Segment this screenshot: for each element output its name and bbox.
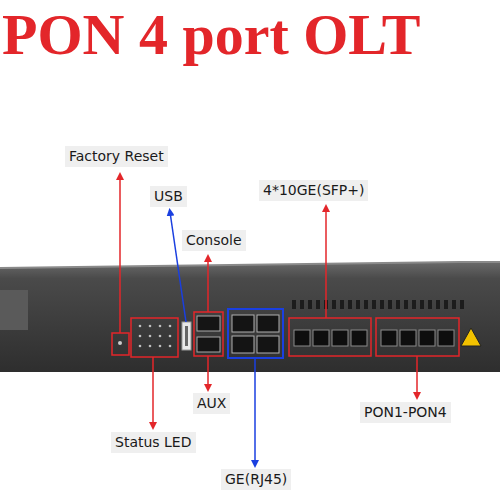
callout-label: Console	[182, 230, 246, 251]
rack-ear	[0, 290, 28, 330]
reset-hole	[118, 341, 122, 345]
leader-arrow	[325, 208, 327, 318]
vent-slots	[292, 300, 464, 309]
console-port	[197, 316, 220, 331]
leader-arrow	[207, 356, 209, 388]
callout-label: 4*10GE(SFP+)	[259, 180, 368, 201]
highlight-box	[131, 318, 178, 357]
highlight-box	[112, 333, 129, 355]
highlight-box	[376, 318, 459, 356]
leader-arrow	[416, 356, 418, 396]
callout-label: Status LED	[111, 432, 196, 453]
callout-label: Factory Reset	[65, 146, 168, 167]
warning-symbol	[461, 328, 481, 346]
chassis	[0, 262, 500, 372]
highlight-box	[194, 312, 223, 356]
chassis-edge	[0, 262, 500, 268]
usb-port	[182, 322, 191, 350]
callout-label: USB	[150, 186, 187, 207]
highlight-box	[228, 309, 283, 358]
leader-arrow	[254, 358, 256, 464]
leader-arrow	[119, 176, 121, 333]
pon-ports	[381, 330, 454, 346]
callout-label: GE(RJ45)	[221, 469, 291, 490]
aux-port	[197, 337, 220, 352]
highlight-box	[289, 318, 371, 356]
rj45-ports	[232, 315, 279, 353]
sfp-ports	[294, 330, 367, 346]
callout-label: PON1-PON4	[360, 402, 451, 423]
callout-label: AUX	[193, 393, 230, 414]
leader-arrow	[207, 258, 209, 312]
usb-port-inner	[185, 326, 188, 346]
title: PON 4 port OLT	[2, 6, 420, 64]
status-leds	[139, 325, 172, 348]
leader-arrow	[152, 357, 154, 426]
leader-arrow	[170, 212, 186, 322]
